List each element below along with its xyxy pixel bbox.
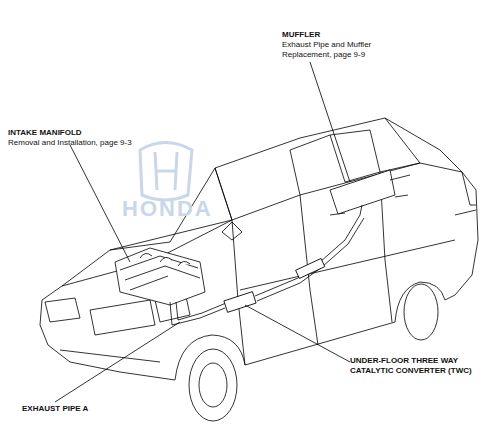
part-name: EXHAUST PIPE A xyxy=(22,404,142,414)
part-name: INTAKE MANIFOLD xyxy=(8,128,148,138)
page-reference: Exhaust Pipe and Muffler Replacement, pa… xyxy=(282,40,390,59)
engine xyxy=(115,248,205,305)
watermark: HONDA xyxy=(122,197,282,221)
page-reference: Removal and Installation, page 9-3 xyxy=(8,138,168,148)
exhaust-system xyxy=(170,170,410,325)
leader-lines xyxy=(55,62,350,402)
car-body xyxy=(40,118,478,421)
part-name: UNDER-FLOOR THREE WAY CATALYTIC CONVERTE… xyxy=(350,356,480,375)
logo-watermark xyxy=(140,143,192,201)
part-name: MUFFLER xyxy=(282,30,422,40)
